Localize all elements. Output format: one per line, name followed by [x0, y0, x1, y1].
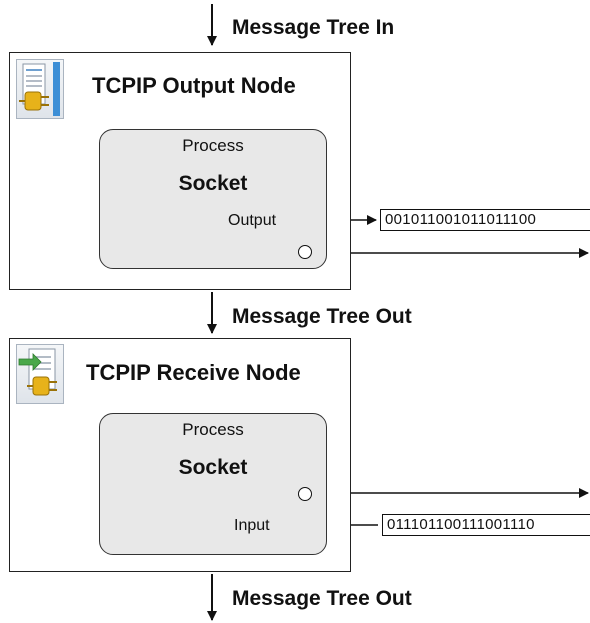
server-plug-arrow-icon — [16, 344, 64, 404]
receive-process-box: Process Socket Input — [99, 413, 327, 555]
output-bitstream: 001011001011011100 — [380, 209, 590, 231]
input-bitstream: 011101100111001110 — [382, 514, 590, 536]
msg-tree-out-label-2: Message Tree Out — [232, 587, 412, 610]
msg-tree-out-label-1: Message Tree Out — [232, 305, 412, 328]
msg-tree-in-label: Message Tree In — [232, 16, 395, 39]
input-port-label: Input — [234, 517, 270, 534]
receive-socket-port[interactable] — [298, 487, 312, 501]
output-process-label: Process — [182, 136, 244, 155]
output-node-title: TCPIP Output Node — [92, 73, 296, 98]
output-socket-port[interactable] — [298, 245, 312, 259]
receive-socket-label: Socket — [178, 456, 248, 479]
tcpip-output-node[interactable]: TCPIP Output Node Process Socket Output — [9, 52, 351, 290]
output-socket-label: Socket — [178, 172, 248, 195]
output-port-label: Output — [228, 212, 277, 229]
server-plug-icon — [16, 59, 64, 119]
receive-node-title: TCPIP Receive Node — [86, 360, 301, 385]
output-process-box: Process Socket Output — [99, 129, 327, 269]
receive-process-label: Process — [182, 420, 244, 439]
tcpip-receive-node[interactable]: TCPIP Receive Node Process Socket Input — [9, 338, 351, 572]
